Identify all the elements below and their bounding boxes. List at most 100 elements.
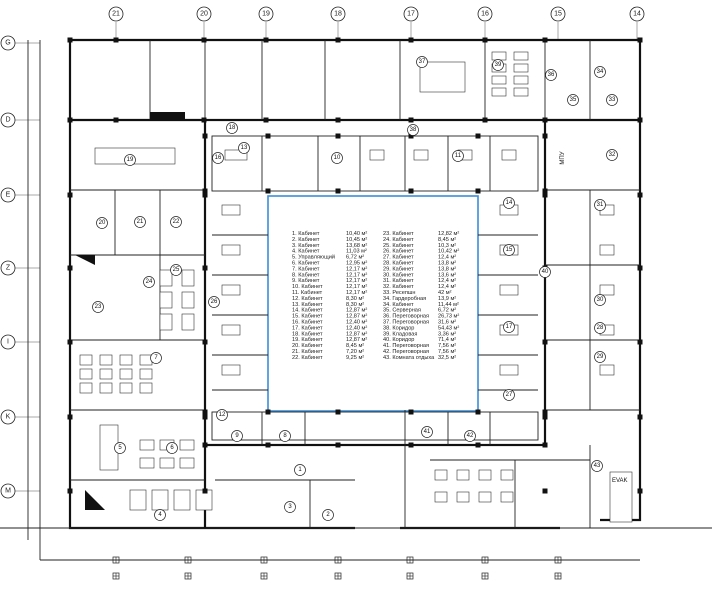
- desk: [181, 269, 195, 287]
- axis-marker-top: [477, 6, 493, 22]
- desk: [79, 382, 93, 394]
- room-marker: [503, 321, 515, 333]
- desk: [369, 149, 385, 161]
- room-number: 16: [215, 155, 222, 161]
- desk: [221, 364, 241, 376]
- desk: [599, 364, 615, 376]
- legend-room-name: 7. Кабинет: [292, 266, 320, 272]
- desk: [151, 489, 169, 511]
- axis-label-top: 14: [633, 11, 641, 18]
- mpu-label: МПУ: [560, 151, 566, 164]
- desk: [499, 364, 519, 376]
- legend-room-name: 12. Кабинет: [292, 296, 323, 302]
- axis-label-top: 19: [262, 11, 270, 18]
- structural-column: [482, 37, 488, 43]
- desk: [221, 244, 241, 256]
- legend-room-name: 34. Кабинет: [383, 302, 414, 308]
- structural-column: [542, 37, 548, 43]
- legend-room-area: 13,6 м²: [438, 272, 456, 278]
- legend-room-name: 2. Кабинет: [292, 237, 320, 243]
- room-marker: [114, 442, 126, 454]
- desk: [499, 284, 519, 296]
- legend-room-area: 9,25 м²: [346, 355, 364, 361]
- legend-room-area: 7,20 м²: [346, 349, 364, 355]
- axis-label-left: G: [5, 40, 10, 47]
- legend-room-name: 8. Кабинет: [292, 272, 320, 278]
- room-number: 42: [467, 433, 474, 439]
- structural-column: [408, 37, 414, 43]
- structural-column: [475, 188, 481, 194]
- room-marker: [421, 426, 433, 438]
- structural-column: [202, 265, 208, 271]
- desk: [513, 87, 529, 97]
- structural-column: [67, 488, 73, 494]
- legend-room-area: 32,5 м²: [438, 355, 456, 361]
- structural-column: [113, 37, 119, 43]
- room-number: 5: [118, 445, 122, 451]
- room-marker: [503, 244, 515, 256]
- room-number: 37: [419, 59, 426, 65]
- desk: [456, 469, 470, 481]
- room-marker: [166, 442, 178, 454]
- room-marker: [591, 460, 603, 472]
- desk: [500, 469, 514, 481]
- room-marker: [331, 152, 343, 164]
- structural-column: [202, 409, 208, 415]
- structural-column: [475, 409, 481, 415]
- desk: [478, 491, 492, 503]
- legend-room-name: 37. Переговорная: [383, 320, 429, 326]
- axis-label-top: 15: [554, 11, 562, 18]
- room-marker: [216, 409, 228, 421]
- structural-column: [542, 339, 548, 345]
- desk: [79, 354, 93, 366]
- legend-room-name: 1. Кабинет: [292, 231, 320, 237]
- desk: [419, 61, 466, 93]
- legend-room-name: 13. Кабинет: [292, 302, 323, 308]
- room-marker: [503, 197, 515, 209]
- furniture: [79, 51, 633, 523]
- legend-room-area: 26,73 м²: [438, 314, 459, 320]
- structural-column: [202, 488, 208, 494]
- desk: [221, 284, 241, 296]
- legend-room-area: 71,4 м²: [438, 337, 456, 343]
- structural-column: [201, 117, 207, 123]
- room-number: 2: [326, 512, 330, 518]
- legend-room-area: 12,17 м²: [346, 278, 367, 284]
- room-number: 34: [597, 69, 604, 75]
- room-number: 20: [99, 220, 106, 226]
- room-number: 29: [597, 354, 604, 360]
- desk: [456, 491, 470, 503]
- legend-room-area: 8,45 м²: [438, 237, 456, 243]
- structural-column: [202, 133, 208, 139]
- desk: [139, 368, 153, 380]
- structural-column: [263, 117, 269, 123]
- structural-column: [542, 188, 548, 194]
- room-marker: [594, 294, 606, 306]
- legend-room-name: 34. Гардеробная: [383, 296, 426, 302]
- legend-room-area: 7,56 м²: [438, 349, 456, 355]
- room-marker: [150, 352, 162, 364]
- desk: [99, 368, 113, 380]
- desk: [179, 439, 195, 451]
- room-number: 13: [241, 145, 248, 151]
- structural-column: [202, 414, 208, 420]
- legend-room-name: 33. Ресепшн: [383, 290, 415, 296]
- structural-column: [202, 442, 208, 448]
- legend-room-name: 20. Кабинет: [292, 343, 323, 349]
- desk: [181, 291, 195, 309]
- desk: [159, 269, 173, 287]
- structural-column: [202, 192, 208, 198]
- legend-room-area: 12,87 м²: [346, 337, 367, 343]
- legend-room-name: 23. Кабинет: [383, 231, 414, 237]
- desk: [221, 204, 241, 216]
- room-number: 21: [137, 219, 144, 225]
- desk: [491, 87, 507, 97]
- room-marker: [594, 199, 606, 211]
- legend-room-area: 11,44 м²: [438, 302, 459, 308]
- structural-column: [265, 188, 271, 194]
- room-number: 39: [495, 62, 502, 68]
- structural-column: [637, 265, 643, 271]
- legend-room-name: 10. Кабинет: [292, 284, 323, 290]
- legend-room-area: 12,4 м²: [438, 284, 456, 290]
- room-number: 25: [173, 267, 180, 273]
